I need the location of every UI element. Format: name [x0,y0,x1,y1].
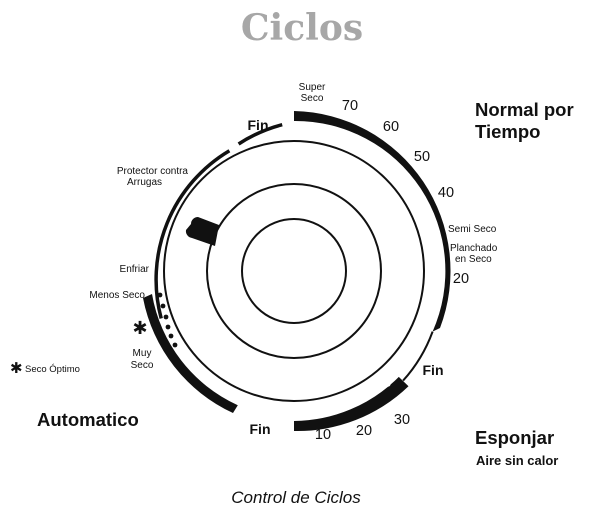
label-planchado-1: Planchado [450,243,498,254]
dial-circle-outer [163,140,425,402]
setting-labels: Super Seco Semi Seco Planchado en Seco P… [89,82,497,371]
label-enfriar: Enfriar [120,264,150,275]
heading-automatico: Automatico [37,409,139,430]
figure-caption: Control de Ciclos [231,488,361,507]
ring-segment-lower-right [402,331,434,382]
label-menos-seco: Menos Seco [89,290,145,301]
fluff-air-band [294,376,409,432]
auto-dry-dots [157,292,178,348]
minute-60: 60 [383,119,399,135]
heading-normal-line1: Normal por [475,99,574,120]
dial-pointer[interactable] [185,217,219,246]
dial-knob-circle[interactable] [206,183,382,359]
page-title: Ciclos [241,7,363,49]
fluff-minute-numbers: 10 20 30 [315,412,410,443]
ring-segment-left [154,149,231,319]
label-planchado-2: en Seco [455,254,492,265]
dial-outer-ring-thin [402,331,434,382]
minute-40: 40 [438,185,454,201]
minute-50: 50 [414,149,430,165]
label-seco-optimo: Seco Óptimo [25,364,80,375]
label-muy-seco-1: Muy [133,348,152,359]
fluff-minute-10: 10 [315,427,331,443]
fluff-band-dots [318,381,391,416]
heading-esponjar: Esponjar [475,427,554,448]
heading-normal-line2: Tiempo [475,121,540,142]
minute-20: 20 [453,271,469,287]
label-protector-1: Protector contra [117,166,189,177]
ring-segment-top-left [237,123,283,146]
label-semi-seco: Semi Seco [448,224,497,235]
dial-outer-ring [154,123,283,319]
timed-minute-numbers: 70 60 50 40 20 [342,98,469,287]
minute-70: 70 [342,98,358,114]
timed-dry-band [294,111,451,332]
fin-label-bottom: Fin [250,421,271,437]
fluff-minute-30: 30 [394,412,410,428]
timed-band-dots [300,123,442,271]
fin-label-right: Fin [423,362,444,378]
asterisk-icon: ✱ [132,318,147,338]
label-super-seco-2: Seco [301,93,324,104]
dial-hub-circle [241,218,347,324]
fluff-minute-20: 20 [356,423,372,439]
heading-aire-sin-calor: Aire sin calor [476,453,558,468]
seco-optimo-footnote: ✱ Seco Óptimo [10,360,80,377]
label-super-seco-1: Super [299,82,326,93]
label-protector-2: Arrugas [127,177,162,188]
fin-label-top: Fin [248,117,269,133]
auto-dry-band [143,294,238,413]
label-muy-seco-2: Seco [131,360,154,371]
footnote-asterisk-icon: ✱ [10,360,23,377]
